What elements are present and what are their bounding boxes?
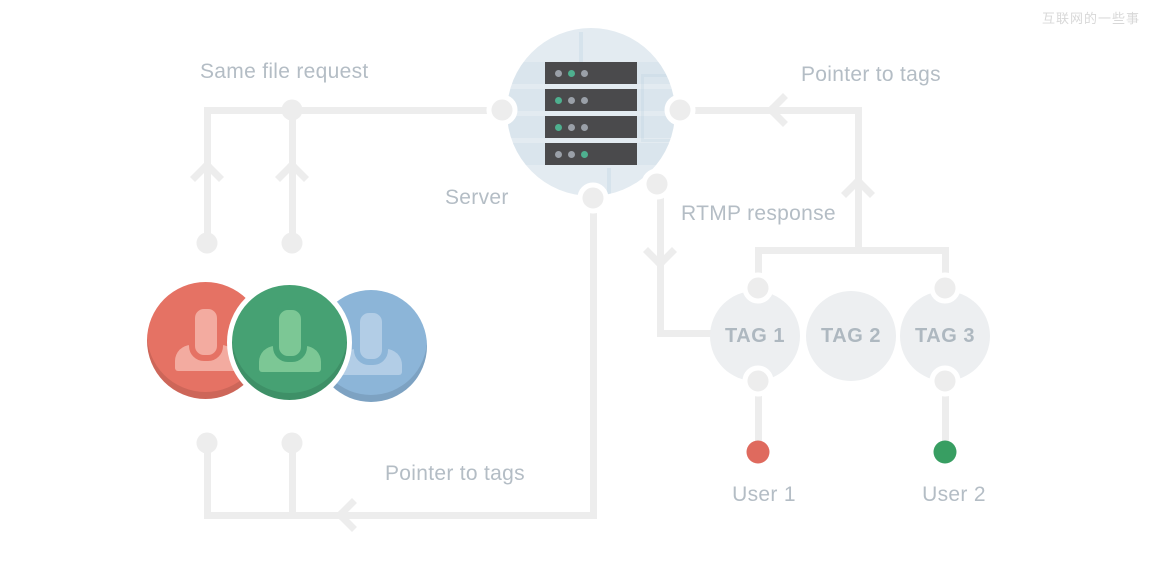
connector-dot <box>196 232 218 254</box>
server-circle-deco <box>641 74 675 142</box>
label-same-file-request: Same file request <box>200 60 369 83</box>
rack-led-gray <box>568 150 575 158</box>
connector-dot <box>281 432 303 454</box>
flow-line-rtmp-horizontal <box>656 330 719 337</box>
connector-dot <box>281 232 303 254</box>
rack-led-gray <box>568 96 575 104</box>
flow-line-topright-horizontal <box>680 107 862 114</box>
arrowhead-up-icon <box>275 160 309 194</box>
flow-line-tag3-stub <box>941 247 949 289</box>
server-circle-deco <box>607 168 611 196</box>
arrowhead-up-icon <box>190 160 224 194</box>
arrowhead-left-icon <box>335 498 369 532</box>
tag-1-label: TAG 1 <box>725 324 785 347</box>
flow-line-left-vertical-2 <box>288 107 296 243</box>
connector-dot <box>577 182 609 214</box>
connector-dot <box>641 168 673 200</box>
label-server: Server <box>445 186 509 209</box>
label-pointer-to-tags-bottom: Pointer to tags <box>385 462 525 485</box>
person-icon <box>258 296 321 373</box>
rack-led-gray <box>568 123 575 131</box>
person-icon <box>340 299 402 376</box>
person-head <box>188 302 223 361</box>
flow-line-tag1-user1 <box>754 381 762 443</box>
connector-dot <box>281 99 303 121</box>
server-rack-unit <box>545 62 637 84</box>
person-icon <box>174 295 237 371</box>
person-head <box>272 304 307 363</box>
user2-dot <box>933 440 957 464</box>
client-user-green <box>227 280 352 405</box>
server-rack-unit <box>545 143 637 165</box>
label-rtmp-response: RTMP response <box>681 202 836 225</box>
flow-line-topright-vertical <box>855 107 862 254</box>
server-rack-unit <box>545 116 637 138</box>
flow-line-rtmp-vertical <box>656 184 664 337</box>
rack-led-green <box>581 150 588 158</box>
label-pointer-to-tags-top: Pointer to tags <box>801 63 941 86</box>
connector-dot <box>486 94 518 126</box>
tag-2-circle: TAG 2 <box>806 291 896 381</box>
connector-dot <box>742 365 774 397</box>
connector-dot <box>664 94 696 126</box>
flow-line-left-vertical-1 <box>203 107 211 243</box>
rack-led-gray <box>581 123 588 131</box>
person-head <box>354 307 388 366</box>
tag-3-label: TAG 3 <box>915 324 975 347</box>
arrowhead-down-icon <box>643 235 677 269</box>
connector-dot <box>742 272 774 304</box>
rack-led-green <box>555 96 562 104</box>
rack-led-gray <box>555 69 562 77</box>
flow-line-tag1-stub <box>754 247 762 289</box>
server-circle-deco <box>579 32 583 62</box>
server-rack-icon <box>545 62 637 170</box>
arrowhead-up-icon <box>841 176 875 210</box>
rack-led-green <box>568 69 575 77</box>
user1-dot <box>746 440 770 464</box>
label-user1: User 1 <box>732 483 796 506</box>
flow-line-tag-connector <box>754 247 949 254</box>
rack-led-gray <box>555 150 562 158</box>
flow-line-bottom-stub-2 <box>288 443 296 515</box>
rack-led-green <box>555 123 562 131</box>
flow-line-tag3-user2 <box>941 381 949 443</box>
watermark-text: 互联网的一些事 <box>1041 11 1140 26</box>
flow-line-bottom-stub-1 <box>203 443 211 515</box>
flow-line-bottom-horizontal <box>203 511 597 519</box>
connector-dot <box>929 365 961 397</box>
tag-2-label: TAG 2 <box>821 324 881 347</box>
arrowhead-left-icon <box>766 93 800 127</box>
flow-line-left-horizontal <box>204 107 502 114</box>
rack-led-gray <box>581 96 588 104</box>
connector-dot <box>196 432 218 454</box>
label-user2: User 2 <box>922 483 986 506</box>
server-rack-unit <box>545 89 637 111</box>
connector-dot <box>929 272 961 304</box>
rack-led-gray <box>581 69 588 77</box>
flow-line-bottom-vertical <box>589 198 597 518</box>
